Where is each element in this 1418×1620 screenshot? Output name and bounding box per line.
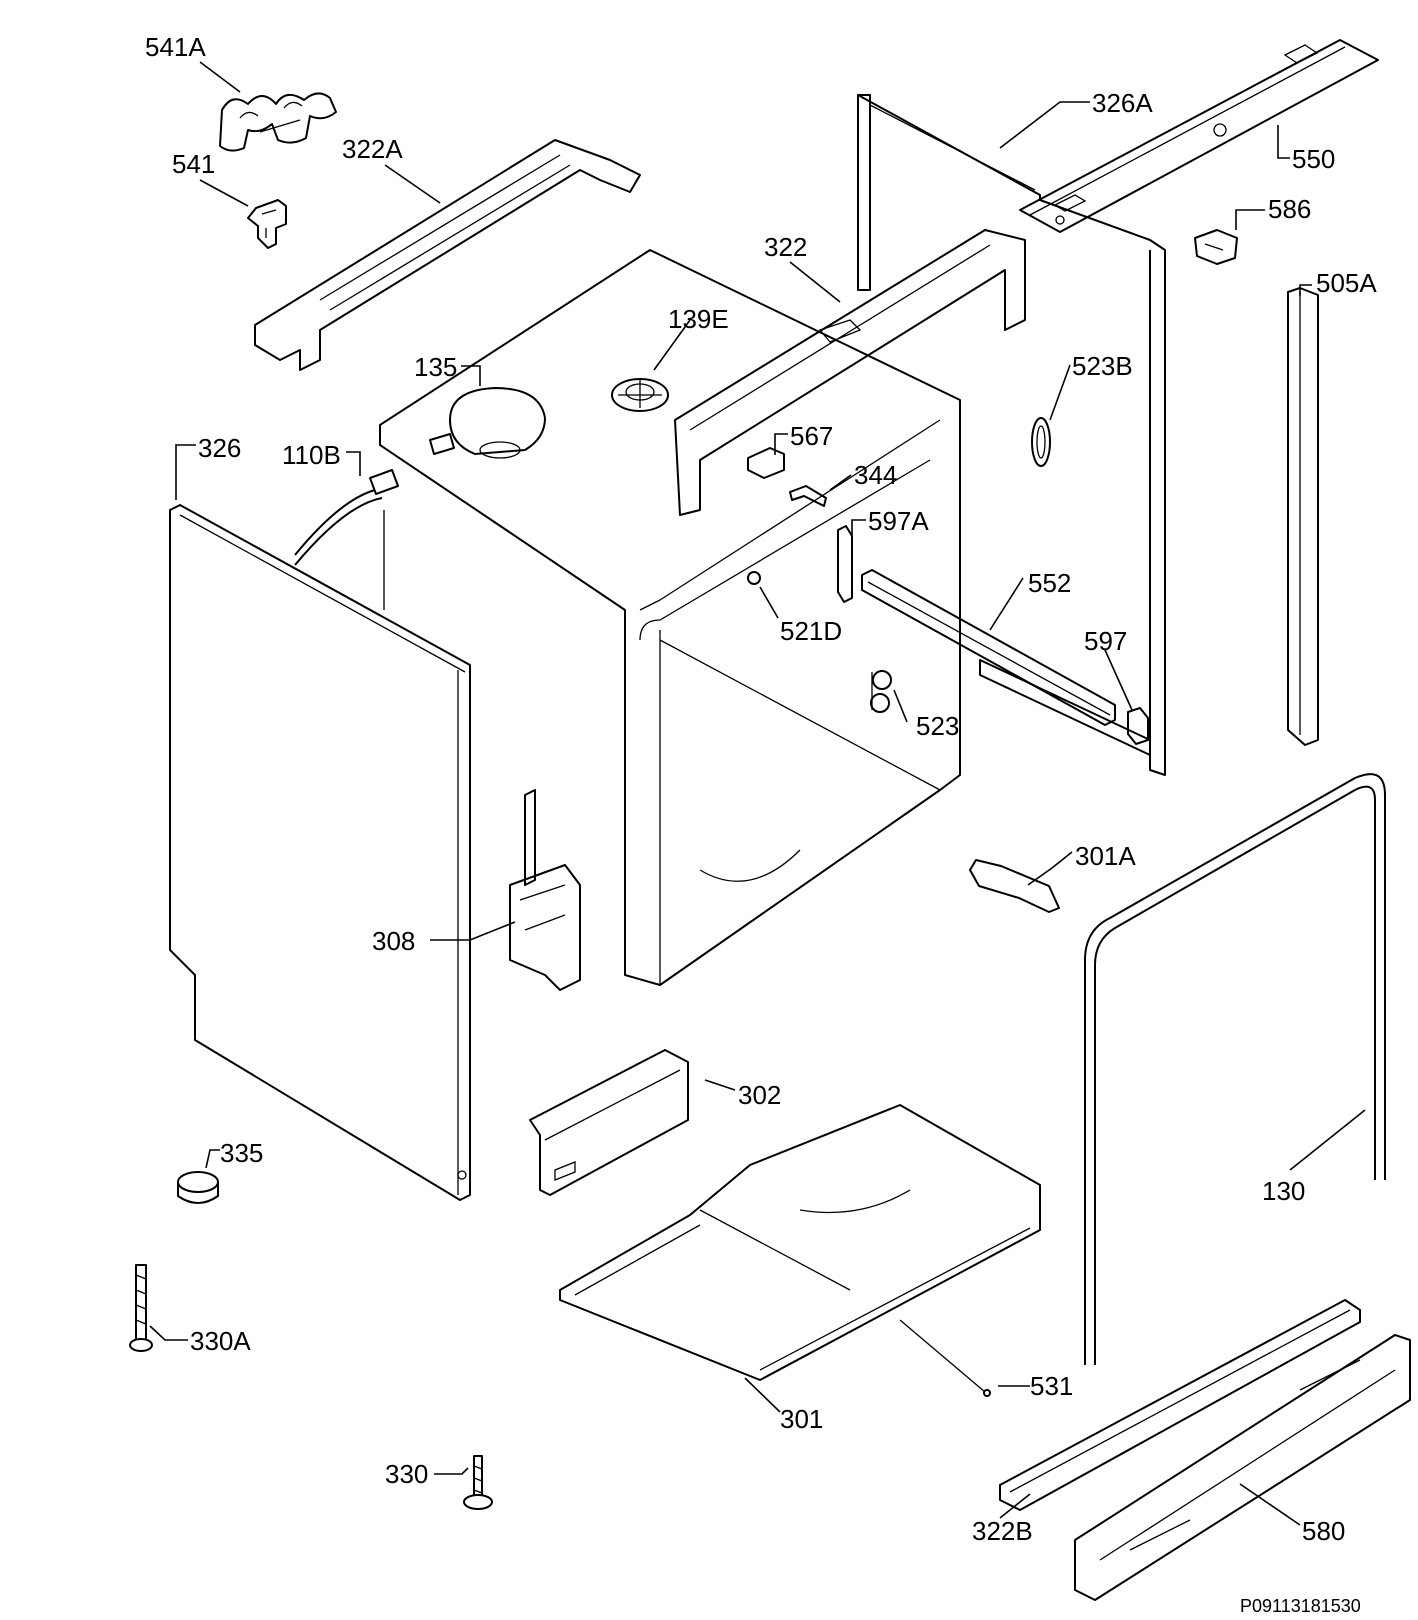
part-330A xyxy=(129,1264,153,1352)
label-330A: 330A xyxy=(190,1326,251,1356)
part-344 xyxy=(789,485,827,507)
part-541 xyxy=(247,199,287,249)
part-301A xyxy=(969,859,1060,913)
label-326: 326 xyxy=(198,433,241,463)
part-326 xyxy=(169,504,471,1201)
part-505A xyxy=(1287,287,1319,746)
label-531: 531 xyxy=(1030,1371,1073,1401)
label-301: 301 xyxy=(780,1404,823,1434)
part-322B xyxy=(999,1299,1361,1511)
label-322B: 322B xyxy=(972,1516,1033,1546)
label-541A: 541A xyxy=(145,32,206,62)
part-541A xyxy=(219,92,337,152)
part-135 xyxy=(429,387,546,459)
label-521D: 521D xyxy=(780,616,842,646)
label-326A: 326A xyxy=(1092,88,1153,118)
part-308 xyxy=(509,789,581,991)
label-322A: 322A xyxy=(342,134,403,164)
label-330: 330 xyxy=(385,1459,428,1489)
label-597A: 597A xyxy=(868,506,929,536)
label-302: 302 xyxy=(738,1080,781,1110)
label-552: 552 xyxy=(1028,568,1071,598)
label-597: 597 xyxy=(1084,626,1127,656)
part-tub xyxy=(379,249,961,986)
part-labels: 541A 541 322A 326A 550 586 322 139E 135 … xyxy=(145,32,1377,1616)
diagram-reference-code: P09113181530 xyxy=(1240,1596,1361,1616)
label-505A: 505A xyxy=(1316,268,1377,298)
part-586 xyxy=(1194,229,1238,265)
label-344: 344 xyxy=(854,460,897,490)
part-567 xyxy=(747,447,785,479)
label-523B: 523B xyxy=(1072,351,1133,381)
label-135: 135 xyxy=(414,352,457,382)
label-541: 541 xyxy=(172,149,215,179)
label-110B: 110B xyxy=(282,440,341,470)
part-139E xyxy=(611,378,669,412)
part-580 xyxy=(1074,1334,1411,1601)
part-322 xyxy=(674,229,1026,516)
part-531 xyxy=(899,1319,991,1397)
leader-lines xyxy=(149,61,1366,1526)
label-580: 580 xyxy=(1302,1516,1345,1546)
part-552 xyxy=(861,569,1116,726)
label-308: 308 xyxy=(372,926,415,956)
label-322: 322 xyxy=(764,232,807,262)
part-335 xyxy=(177,1171,219,1204)
part-523 xyxy=(870,670,892,713)
part-550 xyxy=(1019,39,1379,233)
label-567: 567 xyxy=(790,421,833,451)
label-130: 130 xyxy=(1262,1176,1305,1206)
part-523B xyxy=(1031,417,1051,467)
part-330 xyxy=(463,1455,493,1510)
part-301 xyxy=(559,1104,1041,1381)
label-335: 335 xyxy=(220,1138,263,1168)
label-139E: 139E xyxy=(668,304,729,334)
part-597 xyxy=(1127,707,1149,745)
part-597A xyxy=(837,525,853,603)
part-302 xyxy=(529,1049,689,1196)
part-521D xyxy=(747,571,761,585)
label-586: 586 xyxy=(1268,194,1311,224)
part-326A xyxy=(857,94,1166,776)
part-110B xyxy=(294,469,399,610)
part-130 xyxy=(1084,773,1386,1365)
label-550: 550 xyxy=(1292,144,1335,174)
part-322A xyxy=(254,139,641,371)
label-523: 523 xyxy=(916,711,959,741)
label-301A: 301A xyxy=(1075,841,1136,871)
